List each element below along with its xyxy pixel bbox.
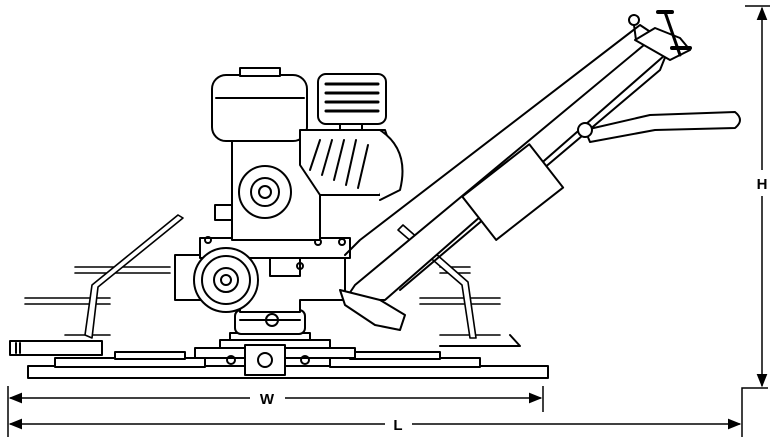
height-label: H xyxy=(757,176,768,193)
dimension-annotations xyxy=(7,5,770,437)
length-label: L xyxy=(393,417,402,434)
gearbox xyxy=(194,309,356,376)
extension-line-l-right xyxy=(741,387,768,437)
trowel-blades xyxy=(9,334,549,379)
width-label: W xyxy=(260,391,275,408)
engine xyxy=(211,67,404,241)
frame xyxy=(174,236,351,313)
guard-ring xyxy=(24,214,501,339)
operator-handle xyxy=(339,10,741,331)
power-trowel-drawing xyxy=(9,10,741,379)
